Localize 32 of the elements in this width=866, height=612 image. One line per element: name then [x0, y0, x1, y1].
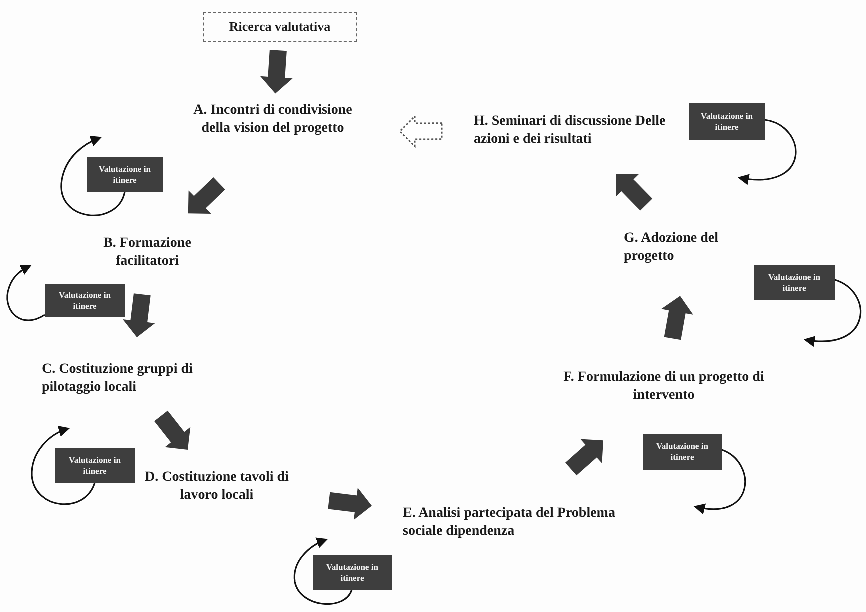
evaluation-box: Valutazione in itinere	[643, 434, 722, 470]
step-label: D. Costituzione tavoli di lavoro locali	[136, 469, 298, 505]
dashed-block-arrow	[398, 114, 443, 148]
step-label: F. Formulazione di un progetto di intervento	[548, 369, 780, 405]
block-arrow	[154, 410, 191, 450]
curved-arrow	[294, 538, 353, 605]
evaluation-box: Valutazione in itinere	[45, 284, 125, 317]
block-arrow	[566, 439, 604, 476]
block-arrow	[122, 294, 156, 338]
block-arrow	[616, 174, 653, 211]
block-arrow	[260, 50, 293, 94]
curved-arrow	[804, 279, 862, 346]
block-arrow	[662, 296, 694, 340]
curved-arrow	[694, 449, 746, 514]
curved-arrow	[738, 119, 797, 185]
step-label: E. Analisi partecipata del Problema sociale dipendenza	[403, 505, 618, 541]
evaluation-box: Valutazione in itinere	[754, 265, 835, 300]
evaluation-box: Valutazione in itinere	[87, 157, 163, 192]
block-arrow	[328, 488, 372, 520]
block-arrow	[188, 178, 226, 214]
curved-arrow	[6, 264, 46, 322]
curved-arrow	[60, 136, 126, 216]
step-label: A. Incontri di condivisione della vision del progetto	[178, 102, 368, 162]
step-label: C. Costituzione gruppi di pilotaggio locali	[42, 361, 222, 397]
step-label: H. Seminari di discussione Delle azioni e dei risultati	[474, 113, 674, 149]
evaluation-box: Valutazione in itinere	[689, 103, 765, 140]
dashed-box: Ricerca valutativa	[203, 12, 357, 42]
step-label: G. Adozione del progetto	[624, 230, 754, 266]
evaluation-box: Valutazione in itinere	[313, 555, 392, 590]
step-label: B. Formazione facilitatori	[85, 235, 210, 271]
evaluation-box: Valutazione in itinere	[55, 448, 135, 483]
curved-arrow	[31, 426, 96, 506]
